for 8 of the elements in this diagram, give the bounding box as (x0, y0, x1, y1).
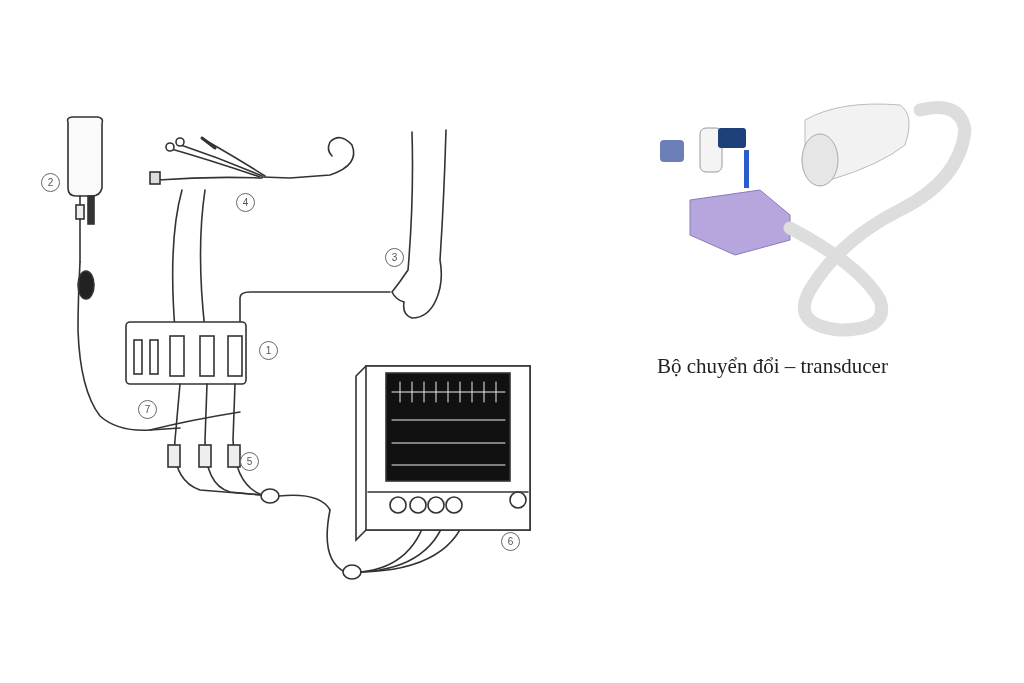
figure-caption: Bộ chuyển đổi – transducer (657, 354, 888, 379)
callout-number: 7 (138, 400, 157, 419)
callout-number: 5 (240, 452, 259, 471)
callout-number: 6 (501, 532, 520, 551)
callout-number: 4 (236, 193, 255, 212)
callout-number: 2 (41, 173, 60, 192)
callout-number: 3 (385, 248, 404, 267)
callout-number: 1 (259, 341, 278, 360)
